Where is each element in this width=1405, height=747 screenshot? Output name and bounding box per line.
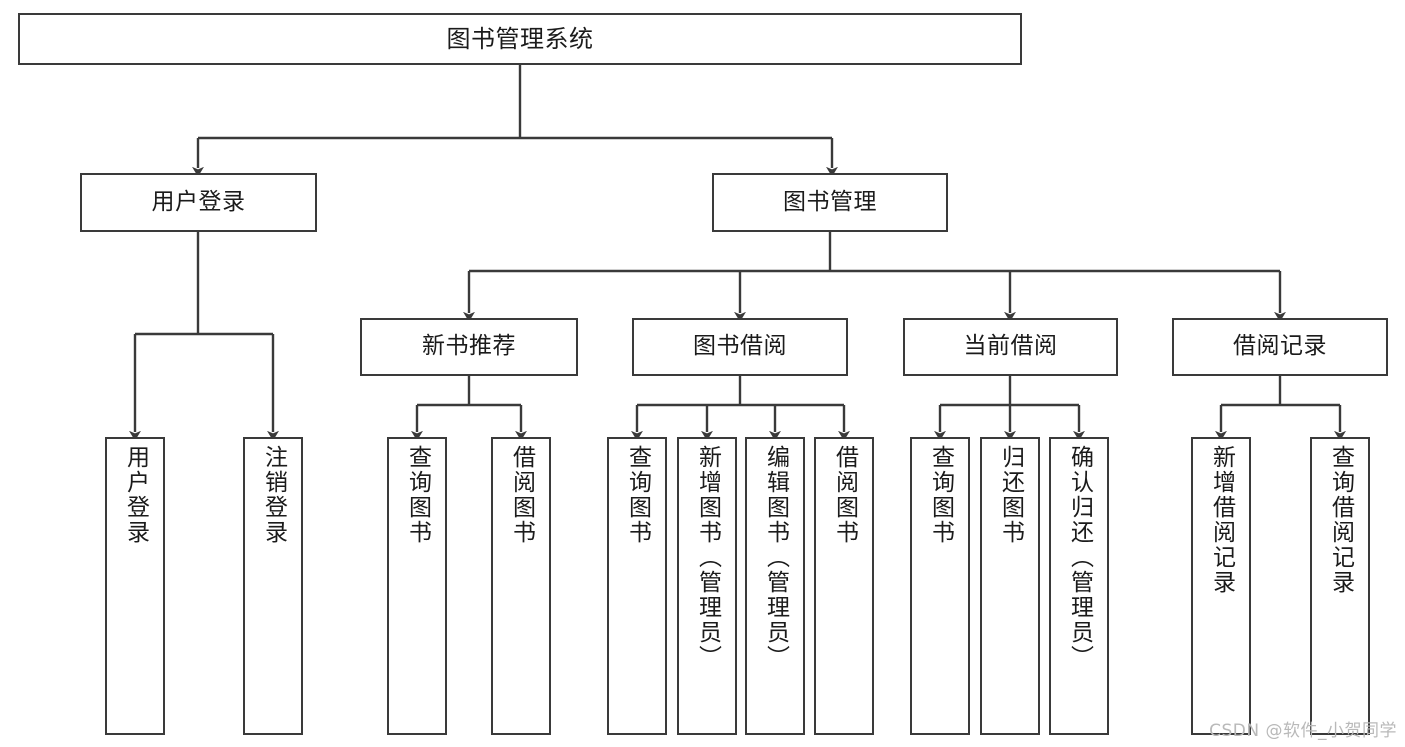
leaf-user-login-logout[interactable]: 注销登录 xyxy=(243,437,303,735)
node-label: 新增借阅记录 xyxy=(1208,445,1235,595)
node-label: 新增图书（管理员） xyxy=(694,445,721,670)
leaf-record-add-record[interactable]: 新增借阅记录 xyxy=(1191,437,1251,735)
node-new-book-recommend[interactable]: 新书推荐 xyxy=(360,318,578,376)
leaf-new-book-borrow[interactable]: 借阅图书 xyxy=(491,437,551,735)
node-label: 编辑图书（管理员） xyxy=(762,445,789,670)
node-label: 用户登录 xyxy=(151,188,246,215)
node-label: 借阅图书 xyxy=(508,445,535,545)
leaf-borrow-add-book-admin[interactable]: 新增图书（管理员） xyxy=(677,437,737,735)
node-root-system[interactable]: 图书管理系统 xyxy=(18,13,1022,65)
node-label: 查询图书 xyxy=(624,445,651,545)
leaf-borrow-edit-book-admin[interactable]: 编辑图书（管理员） xyxy=(745,437,805,735)
leaf-current-query-book[interactable]: 查询图书 xyxy=(910,437,970,735)
node-label: 图书管理系统 xyxy=(446,24,594,53)
node-label: 借阅图书 xyxy=(831,445,858,545)
node-label: 归还图书 xyxy=(997,445,1024,545)
node-label: 确认归还（管理员） xyxy=(1066,445,1093,670)
node-label: 图书借阅 xyxy=(693,333,787,360)
node-label: 图书管理 xyxy=(783,188,877,215)
node-user-login[interactable]: 用户登录 xyxy=(80,173,317,232)
node-label: 借阅记录 xyxy=(1233,333,1327,360)
node-label: 查询图书 xyxy=(404,445,431,545)
leaf-record-query-record[interactable]: 查询借阅记录 xyxy=(1310,437,1370,735)
csdn-watermark: CSDN @软件_小贺同学 xyxy=(1209,721,1397,741)
node-label: 查询图书 xyxy=(927,445,954,545)
leaf-current-confirm-return-admin[interactable]: 确认归还（管理员） xyxy=(1049,437,1109,735)
node-label: 新书推荐 xyxy=(422,333,516,360)
node-label: 当前借阅 xyxy=(963,333,1058,360)
leaf-current-return-book[interactable]: 归还图书 xyxy=(980,437,1040,735)
node-label: 注销登录 xyxy=(260,445,287,545)
leaf-borrow-borrow-book[interactable]: 借阅图书 xyxy=(814,437,874,735)
leaf-user-login-login[interactable]: 用户登录 xyxy=(105,437,165,735)
node-label: 查询借阅记录 xyxy=(1327,445,1354,595)
node-book-borrow[interactable]: 图书借阅 xyxy=(632,318,848,376)
leaf-new-book-query[interactable]: 查询图书 xyxy=(387,437,447,735)
leaf-borrow-query-book[interactable]: 查询图书 xyxy=(607,437,667,735)
node-current-borrow[interactable]: 当前借阅 xyxy=(903,318,1118,376)
node-book-management[interactable]: 图书管理 xyxy=(712,173,948,232)
node-borrow-record[interactable]: 借阅记录 xyxy=(1172,318,1388,376)
node-label: 用户登录 xyxy=(122,445,149,545)
